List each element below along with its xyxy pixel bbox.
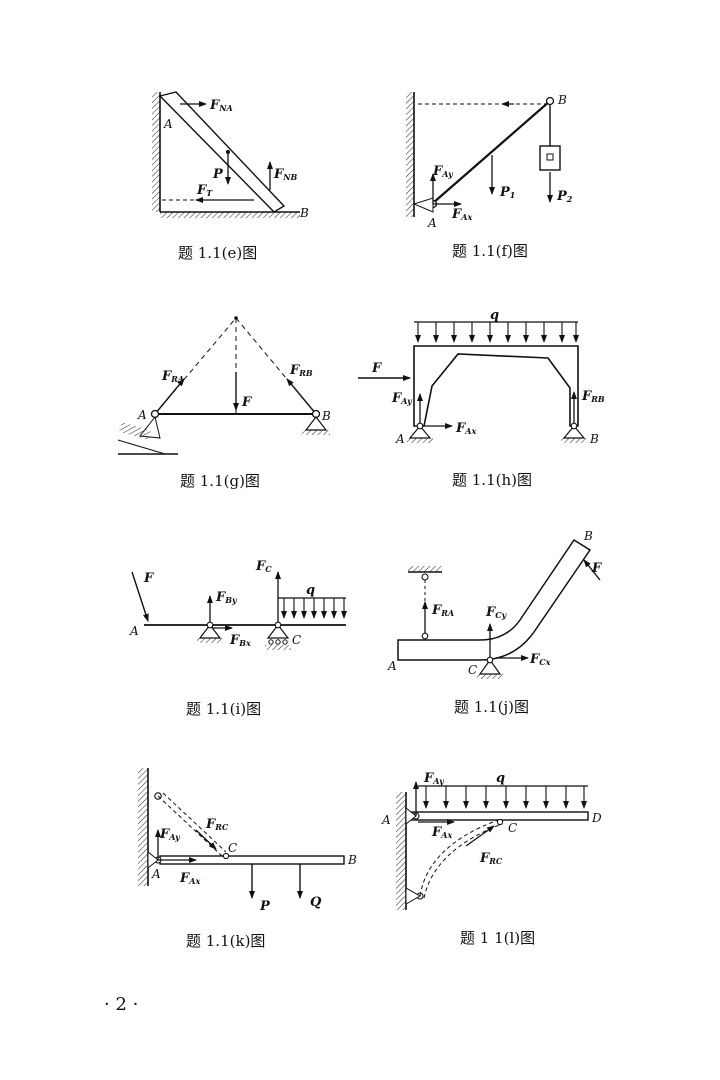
label-j-FCy: FCy <box>485 605 508 620</box>
label-i-FBx: FBx <box>229 633 251 648</box>
label-h-FAx: FAx <box>455 421 476 436</box>
figure-k: FAy FRC FAx A C B P Q 题 1.1(k)图 <box>138 768 357 950</box>
figure-h: q F FAy FAx FRB A B 题 1.1(h)图 <box>358 308 605 489</box>
label-g-A: A <box>137 408 147 422</box>
figure-e: A B FNA FNB P FT 题 1.1(e)图 <box>152 91 309 262</box>
label-f-P2: P2 <box>556 189 573 204</box>
label-i-A: A <box>129 624 139 638</box>
caption-h: 题 1.1(h)图 <box>452 471 532 489</box>
figure-i: F A C q FC FBy FBx 题 1.1(i)图 <box>129 559 347 718</box>
label-f-B: B <box>557 93 567 107</box>
label-g-F: F <box>241 395 252 410</box>
label-l-q: q <box>496 771 505 786</box>
label-e-FT: FT <box>196 183 213 198</box>
label-h-q: q <box>490 308 499 323</box>
label-e-A: A <box>163 117 173 131</box>
label-k-FAx: FAx <box>179 871 200 886</box>
caption-g: 题 1.1(g)图 <box>180 472 260 490</box>
page-number: · 2 · <box>104 994 138 1015</box>
label-k-FAy: FAy <box>159 827 181 842</box>
label-i-q: q <box>306 583 315 598</box>
label-i-F: F <box>143 571 154 586</box>
beam <box>411 811 589 821</box>
label-e-FNB: FNB <box>273 167 298 182</box>
caption-k: 题 1.1(k)图 <box>186 932 265 950</box>
label-k-A: A <box>151 867 161 881</box>
frame-body <box>413 345 579 427</box>
label-h-A: A <box>395 432 405 446</box>
bent-bar <box>397 538 592 661</box>
label-e-P: P <box>212 167 224 182</box>
label-j-FCx: FCx <box>529 652 551 667</box>
label-l-FAx: FAx <box>431 825 452 840</box>
label-j-C: C <box>468 663 477 677</box>
label-h-FAy: FAy <box>391 391 413 406</box>
caption-l: 题 1 1(l)图 <box>460 929 535 947</box>
label-f-FAx: FAx <box>451 207 472 222</box>
figure-l: FAy q A FAx C D FRC 题 1 1(l)图 <box>381 771 602 947</box>
label-l-D: D <box>591 811 602 825</box>
label-l-C: C <box>508 821 517 835</box>
label-h-B: B <box>589 432 599 446</box>
label-f-P1: P1 <box>499 185 515 200</box>
ladder-bar <box>158 91 286 213</box>
label-l-FAy: FAy <box>423 771 445 786</box>
label-f-FAy: FAy <box>432 164 454 179</box>
label-e-B: B <box>299 206 309 220</box>
caption-j: 题 1.1(j)图 <box>454 698 529 716</box>
figure-g: A B F FRA FRB 题 1.1(g)图 <box>117 316 331 490</box>
label-j-B: B <box>583 529 593 543</box>
caption-i: 题 1.1(i)图 <box>186 700 261 718</box>
label-j-A: A <box>387 659 397 673</box>
label-j-F: F <box>591 561 602 576</box>
figure-j: B F FRA FCy FCx A C 题 1.1(j)图 <box>387 529 602 716</box>
label-f-A: A <box>427 216 437 230</box>
label-k-P: P <box>259 899 271 914</box>
label-j-FRA: FRA <box>431 603 454 618</box>
label-g-FRB: FRB <box>289 363 313 378</box>
label-k-B: B <box>347 853 357 867</box>
label-i-FC: FC <box>255 559 272 574</box>
label-i-FBy: FBy <box>215 590 238 605</box>
label-k-Q: Q <box>310 895 322 910</box>
label-h-F: F <box>371 361 382 376</box>
label-h-FRB: FRB <box>581 389 605 404</box>
label-k-FRC: FRC <box>205 817 229 832</box>
label-e-FNA: FNA <box>209 98 233 113</box>
label-g-FRA: FRA <box>161 369 184 384</box>
label-k-C: C <box>228 841 237 855</box>
label-l-FRC: FRC <box>479 851 503 866</box>
label-l-A: A <box>381 813 391 827</box>
caption-f: 题 1.1(f)图 <box>452 242 528 260</box>
caption-e: 题 1.1(e)图 <box>178 244 257 262</box>
label-g-B: B <box>321 409 331 423</box>
label-i-C: C <box>292 633 301 647</box>
figure-f: B A FAy FAx P1 P2 题 1.1(f)图 <box>406 92 573 260</box>
